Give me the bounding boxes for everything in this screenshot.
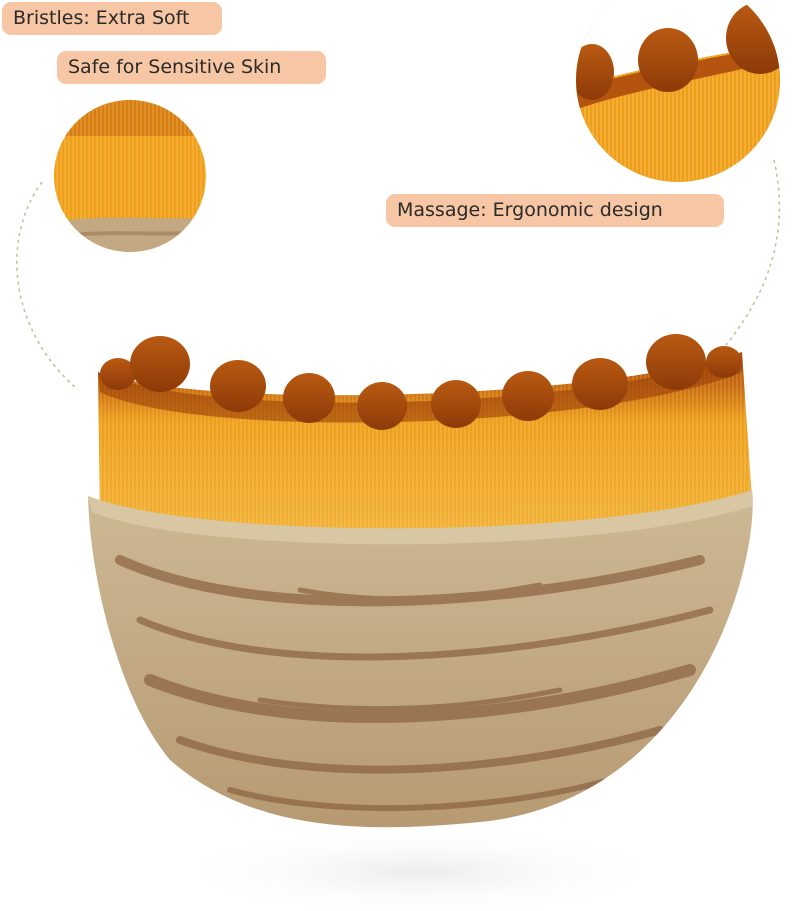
- bristle-closeup-icon: [54, 100, 206, 252]
- massage-tip-closeup-icon: [576, 0, 780, 182]
- bristles-label: Bristles: Extra Soft: [2, 2, 222, 35]
- brush-handle: [88, 490, 753, 828]
- product-shadow: [160, 826, 680, 911]
- massage-tips: [100, 334, 742, 430]
- massage-label: Massage: Ergonomic design: [386, 194, 724, 227]
- guide-line-left: [16, 181, 77, 389]
- guide-line-right: [725, 159, 781, 346]
- sensitive-skin-label: Safe for Sensitive Skin: [57, 51, 326, 84]
